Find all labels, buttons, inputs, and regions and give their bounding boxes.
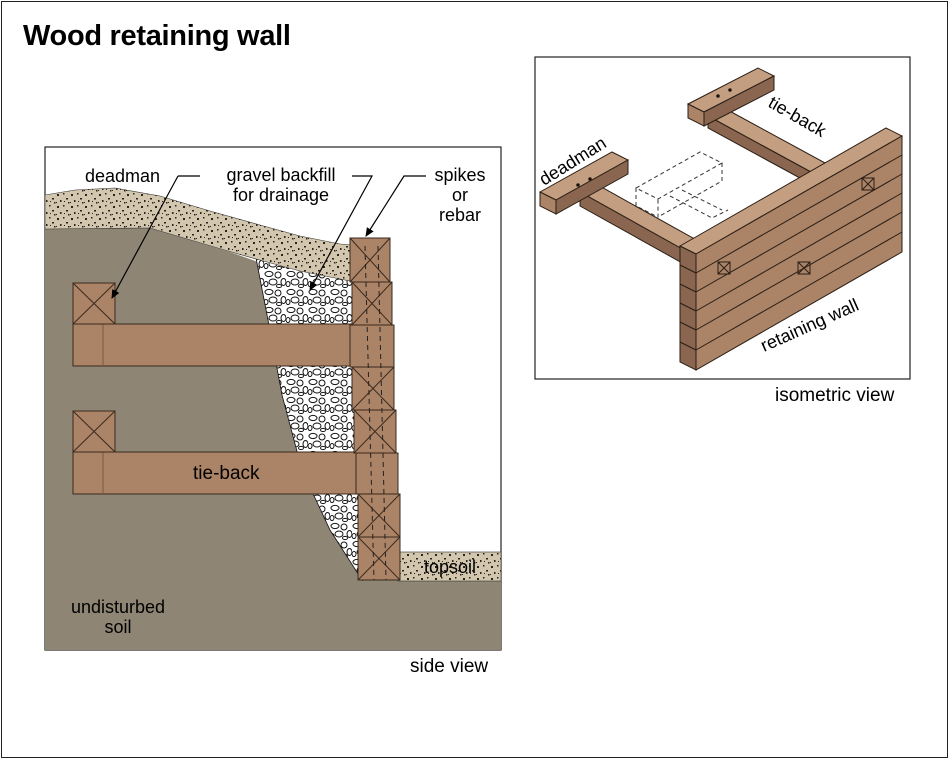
side-view-caption: side view [410,656,489,677]
retaining-wall-timbers [349,237,401,581]
hidden-deadman-outline [634,151,729,219]
upper-tie-back [72,323,386,367]
spikes-rebar-lines [364,245,387,581]
label-topsoil: topsoil [424,557,477,577]
label-spikes-line2: or [451,185,468,205]
topsoil-layer [397,551,501,582]
isometric-view-caption: isometric view [775,385,895,406]
deadman-leader-line [111,175,179,299]
iso-front-deadman [538,151,630,215]
spikes-leader-line [365,175,426,237]
label-gravel-line2: for drainage [232,185,330,205]
iso-retaining-wall [678,127,904,371]
gravel-leader-line [309,175,374,291]
label-spikes-rebar: spikes or rebar [428,165,492,225]
upper-deadman-block [72,282,116,325]
label-deadman-side: deadman [85,166,161,186]
lower-deadman-block [72,410,116,453]
label-spikes-line1: spikes [434,165,486,185]
label-gravel-line1: gravel backfill [226,165,336,185]
lower-tie-back [72,451,364,495]
label-soil-line2: soil [104,617,132,637]
label-tie-back-side: tie-back [193,463,260,484]
iso-back-deadman [686,67,776,127]
label-spikes-line3: rebar [438,205,482,225]
page-title: Wood retaining wall [23,20,291,52]
label-soil-line1: undisturbed [70,597,166,617]
label-gravel-backfill: gravel backfill for drainage [208,165,354,205]
label-undisturbed-soil: undisturbed soil [58,597,178,637]
